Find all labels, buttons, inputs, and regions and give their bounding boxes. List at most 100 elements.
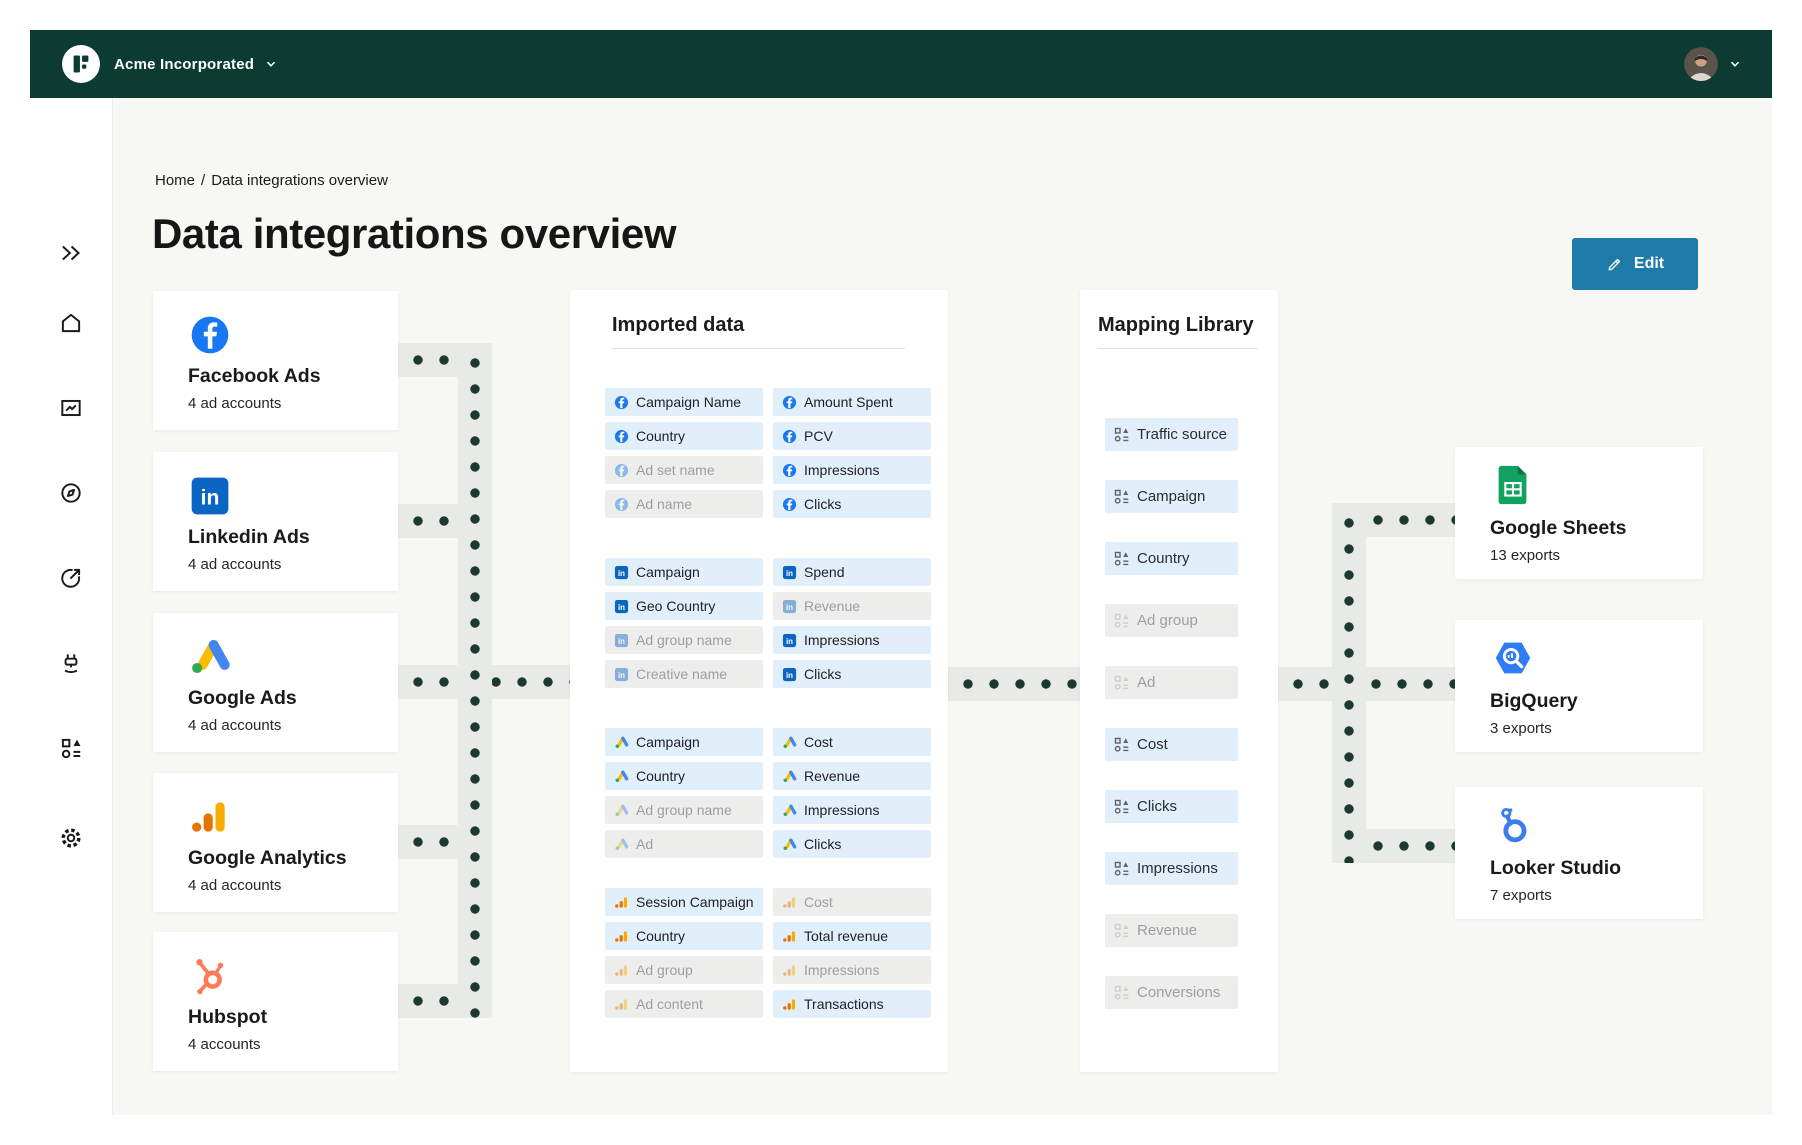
field-chip-label: Ad xyxy=(636,836,654,852)
field-chip-revenue[interactable]: Revenue xyxy=(1105,914,1238,947)
field-chip-impressions[interactable]: Impressions xyxy=(773,456,931,484)
facebook-icon xyxy=(782,463,797,478)
sidebar-mapping-icon[interactable] xyxy=(58,735,84,761)
export-name: Looker Studio xyxy=(1490,857,1622,879)
field-chip-campaign-name[interactable]: Campaign Name xyxy=(605,388,763,416)
field-chip-impressions[interactable]: Impressions xyxy=(1105,852,1238,885)
breadcrumb-home-link[interactable]: Home xyxy=(155,172,196,189)
export-name: Google Sheets xyxy=(1490,517,1627,539)
field-chip-ad-group-name[interactable]: in Ad group name xyxy=(605,626,763,654)
sidebar-home-icon[interactable] xyxy=(58,310,84,336)
source-name: Linkedin Ads xyxy=(188,526,310,548)
source-name: Google Ads xyxy=(188,687,297,709)
mapping-icon xyxy=(1114,613,1130,629)
field-chip-ad-content[interactable]: Ad content xyxy=(605,990,763,1018)
edit-button[interactable]: Edit xyxy=(1572,238,1698,290)
field-chip-campaign[interactable]: Campaign xyxy=(1105,480,1238,513)
org-selector[interactable]: Acme Incorporated xyxy=(114,30,278,98)
facebook-icon xyxy=(188,313,232,357)
googleads-icon xyxy=(188,635,232,679)
googleanalytics-icon xyxy=(614,895,629,910)
field-chip-session-campaign[interactable]: Session Campaign xyxy=(605,888,763,916)
field-chip-label: Ad name xyxy=(636,496,693,512)
field-chip-campaign[interactable]: Campaign xyxy=(605,728,763,756)
connector-band xyxy=(1332,503,1366,863)
topbar: Acme Incorporated xyxy=(30,30,1772,98)
linkedin-icon: in xyxy=(614,565,629,580)
connector-band xyxy=(458,343,492,1018)
field-chip-country[interactable]: Country xyxy=(605,922,763,950)
field-chip-ad-group-name[interactable]: Ad group name xyxy=(605,796,763,824)
sidebar-settings-icon[interactable] xyxy=(58,825,84,851)
field-chip-label: Country xyxy=(636,428,686,444)
field-chip-clicks[interactable]: Clicks xyxy=(773,490,931,518)
field-chip-transactions[interactable]: Transactions xyxy=(773,990,931,1018)
field-chip-impressions[interactable]: Impressions xyxy=(773,796,931,824)
breadcrumb-current: Data integrations overview xyxy=(211,172,388,189)
sidebar-collapse-icon[interactable] xyxy=(58,240,84,266)
field-chip-cost[interactable]: Cost xyxy=(773,728,931,756)
mapping-icon xyxy=(1114,427,1130,443)
field-chip-label: Clicks xyxy=(804,666,842,682)
linkedin-icon: in xyxy=(782,599,797,614)
source-count: 4 ad accounts xyxy=(188,556,282,573)
field-chip-country[interactable]: Country xyxy=(1105,542,1238,575)
field-chip-amount-spent[interactable]: Amount Spent xyxy=(773,388,931,416)
sidebar-explore-icon[interactable] xyxy=(58,480,84,506)
field-chip-ad-group[interactable]: Ad group xyxy=(1105,604,1238,637)
googleanalytics-icon xyxy=(614,997,629,1012)
mapping-icon xyxy=(1114,923,1130,939)
field-chip-ad-name[interactable]: Ad name xyxy=(605,490,763,518)
sidebar-connectors-icon[interactable] xyxy=(58,650,84,676)
field-chip-label: Amount Spent xyxy=(804,394,893,410)
field-chip-total-revenue[interactable]: Total revenue xyxy=(773,922,931,950)
mapping-icon xyxy=(1114,985,1130,1001)
field-chip-ad[interactable]: Ad xyxy=(1105,666,1238,699)
mapping-icon xyxy=(1114,675,1130,691)
pencil-icon xyxy=(1608,258,1621,270)
field-chip-clicks[interactable]: Clicks xyxy=(773,830,931,858)
sidebar-share-icon[interactable] xyxy=(58,565,84,591)
field-chip-clicks[interactable]: Clicks xyxy=(1105,790,1238,823)
googleads-icon xyxy=(614,735,629,750)
sidebar-dashboards-icon[interactable] xyxy=(58,395,84,421)
account-menu[interactable] xyxy=(1684,30,1742,98)
field-chip-cost[interactable]: Cost xyxy=(773,888,931,916)
googleads-icon xyxy=(614,837,629,852)
source-name: Google Analytics xyxy=(188,847,347,869)
linkedin-icon: in xyxy=(614,667,629,682)
googleanalytics-icon xyxy=(188,795,232,839)
field-chip-impressions[interactable]: Impressions xyxy=(773,956,931,984)
field-chip-country[interactable]: Country xyxy=(605,762,763,790)
field-chip-pcv[interactable]: PCV xyxy=(773,422,931,450)
field-chip-label: Campaign xyxy=(636,734,700,750)
chevron-down-icon xyxy=(264,57,278,71)
field-chip-revenue[interactable]: Revenue xyxy=(773,762,931,790)
field-chip-ad[interactable]: Ad xyxy=(605,830,763,858)
field-chip-ad-group[interactable]: Ad group xyxy=(605,956,763,984)
field-chip-label: Ad group name xyxy=(636,632,732,648)
field-chip-label: Ad xyxy=(1137,674,1156,691)
field-chip-country[interactable]: Country xyxy=(605,422,763,450)
linkedin-icon: in xyxy=(614,633,629,648)
field-chip-conversions[interactable]: Conversions xyxy=(1105,976,1238,1009)
field-chip-traffic-source[interactable]: Traffic source xyxy=(1105,418,1238,451)
field-chip-ad-set-name[interactable]: Ad set name xyxy=(605,456,763,484)
export-count: 3 exports xyxy=(1490,720,1552,737)
field-chip-cost[interactable]: Cost xyxy=(1105,728,1238,761)
